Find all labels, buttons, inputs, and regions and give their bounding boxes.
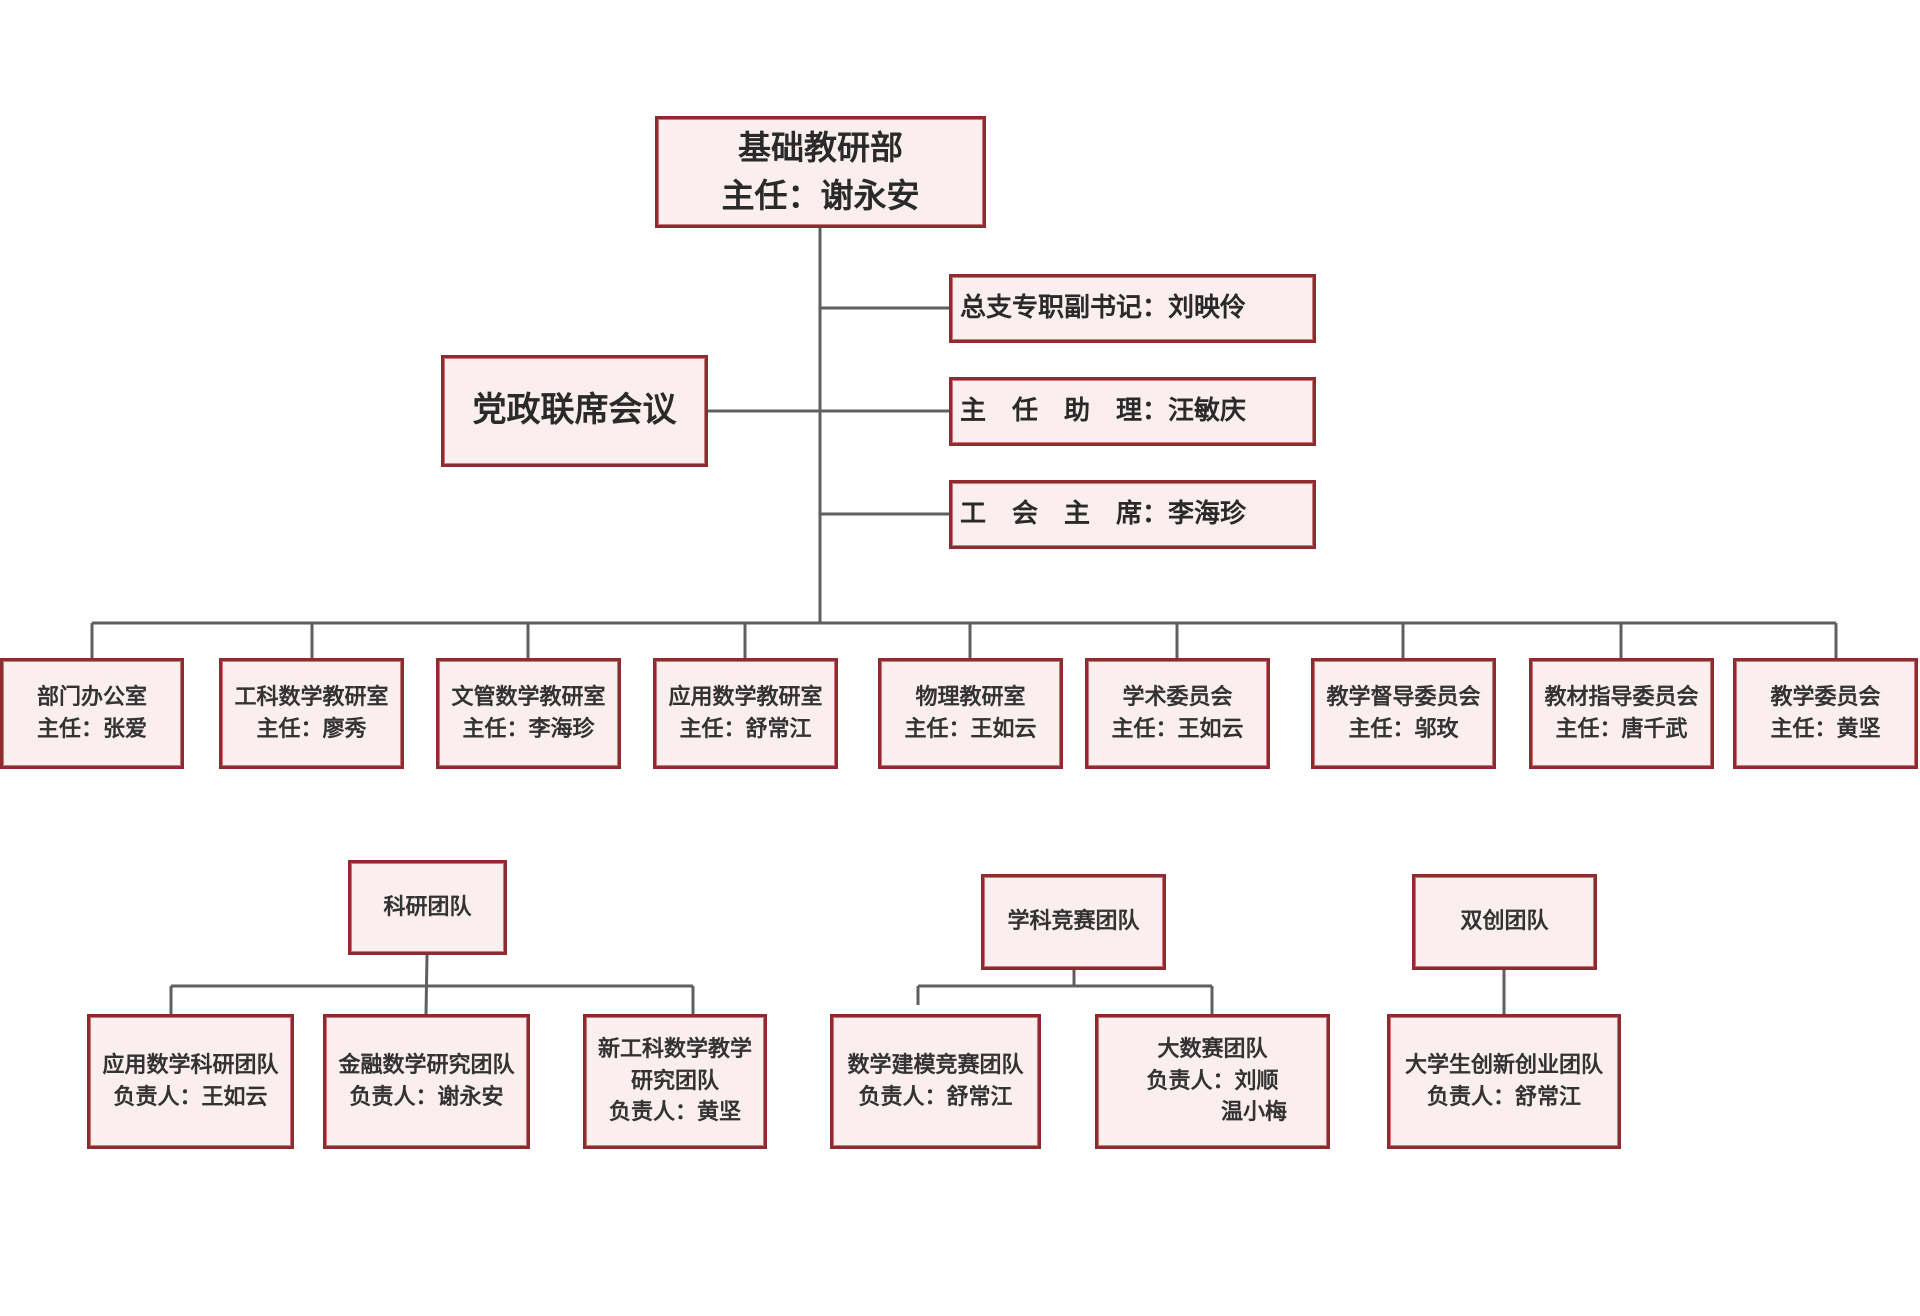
dept-leader: 主任：王如云 [904,716,1037,742]
staff-label: 工 会 主 席：李海珍 [960,498,1247,529]
team-name: 科研团队 [383,894,472,920]
dept-name: 教学委员会 [1770,684,1881,710]
team-name: 学科竞赛团队 [1007,909,1140,935]
subteam-node: 金融数学研究团队负责人：谢永安 [323,1014,530,1149]
department-node: 学术委员会主任：王如云 [1085,658,1270,769]
department-node: 文管数学教研室主任：李海珍 [436,658,621,769]
department-node: 教学督导委员会主任：邬玫 [1311,658,1496,769]
subteam-line: 研究团队 [630,1068,719,1094]
dept-name: 应用数学教研室 [668,684,823,710]
dept-name: 学术委员会 [1122,684,1233,710]
subteam-line: 应用数学科研团队 [102,1052,279,1078]
subteam-node: 数学建模竞赛团队负责人：舒常江 [830,1014,1041,1149]
head-leader: 主任：谢永安 [721,176,920,215]
subteam-line: 负责人：谢永安 [349,1084,504,1110]
subteam-line: 数学建模竞赛团队 [847,1052,1024,1078]
dept-name: 教材指导委员会 [1544,684,1699,710]
team-name: 双创团队 [1460,909,1549,935]
subteam-line: 大数赛团队 [1157,1036,1268,1062]
staff-node: 工 会 主 席：李海珍 [949,480,1316,549]
dept-leader: 主任：舒常江 [679,716,812,742]
staff-node: 主 任 助 理：汪敏庆 [949,377,1316,446]
head-node: 基础教研部 主任：谢永安 [655,116,986,228]
team-node-competition: 学科竞赛团队 [981,874,1166,970]
subteam-node: 大学生创新创业团队负责人：舒常江 [1387,1014,1621,1149]
dept-name: 教学督导委员会 [1326,684,1481,710]
staff-label: 总支专职副书记：刘映伶 [960,292,1247,323]
subteam-node: 新工科数学教学研究团队负责人：黄坚 [583,1014,767,1149]
department-node: 教学委员会主任：黄坚 [1733,658,1918,769]
team-node-research: 科研团队 [348,860,507,955]
department-node: 工科数学教研室主任：廖秀 [219,658,404,769]
subteam-line: 负责人：舒常江 [858,1084,1013,1110]
dept-leader: 主任：廖秀 [256,716,367,742]
subteam-line: 金融数学研究团队 [338,1052,515,1078]
department-node: 应用数学教研室主任：舒常江 [653,658,838,769]
dept-leader: 主任：王如云 [1111,716,1244,742]
department-node: 物理教研室主任：王如云 [878,658,1063,769]
staff-node: 总支专职副书记：刘映伶 [949,274,1316,343]
dept-leader: 主任：邬玫 [1348,716,1459,742]
department-node: 部门办公室主任：张爱 [0,658,184,769]
dept-name: 物理教研室 [915,684,1026,710]
dept-name: 部门办公室 [36,684,147,710]
dept-leader: 主任：李海珍 [462,716,595,742]
department-node: 教材指导委员会主任：唐千武 [1529,658,1714,769]
subteam-node: 应用数学科研团队负责人：王如云 [87,1014,294,1149]
subteam-line: 负责人：黄坚 [608,1100,741,1126]
subteam-line: 新工科数学教学 [597,1036,752,1062]
subteam-line: 负责人：王如云 [113,1084,268,1110]
council-node: 党政联席会议 [441,355,708,467]
dept-leader: 主任：张爱 [36,716,147,742]
subteam-line: 负责人：刘顺 [1146,1068,1279,1094]
subteam-line: 大学生创新创业团队 [1404,1052,1603,1078]
dept-name: 文管数学教研室 [451,684,606,710]
subteam-node: 大数赛团队负责人：刘顺温小梅 [1095,1014,1330,1149]
dept-leader: 主任：黄坚 [1770,716,1881,742]
dept-name: 工科数学教研室 [234,684,389,710]
subteam-line: 温小梅 [1220,1100,1287,1126]
head-name: 基础教研部 [738,128,903,168]
council-label: 党政联席会议 [472,390,677,431]
dept-leader: 主任：唐千武 [1555,716,1688,742]
team-node-innovation: 双创团队 [1412,874,1597,970]
staff-label: 主 任 助 理：汪敏庆 [960,395,1247,426]
subteam-line: 负责人：舒常江 [1426,1084,1581,1110]
